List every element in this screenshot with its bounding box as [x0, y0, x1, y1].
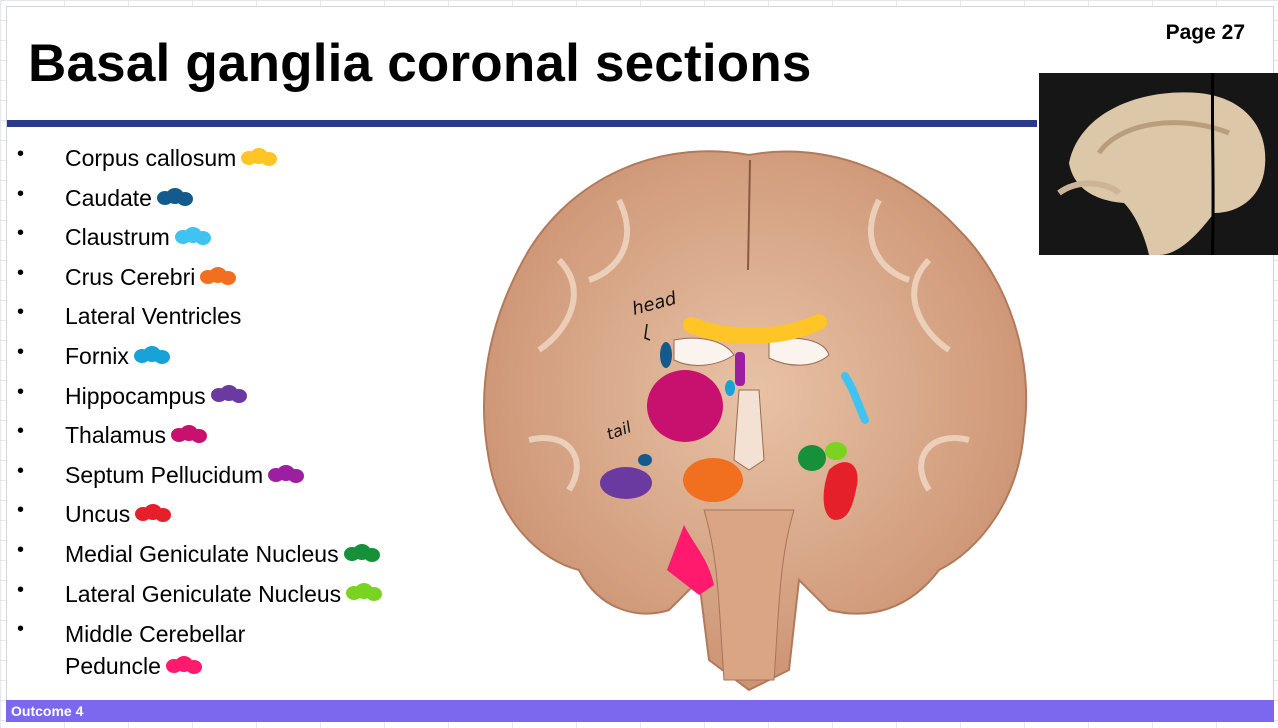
- caudate-tail-mark: [638, 454, 652, 466]
- title-rule: [7, 120, 1037, 127]
- term-text: Corpus callosum: [65, 145, 237, 171]
- bullet-icon: •: [17, 222, 25, 245]
- bullet-icon: •: [17, 301, 25, 324]
- term-text: Lateral Ventricles: [65, 303, 242, 330]
- thalamus-mark: [647, 370, 723, 442]
- middle-cerebellar-peduncle-mark: [667, 525, 714, 595]
- color-swatch-icon: [164, 652, 204, 684]
- term-label: Claustrum: [65, 222, 213, 254]
- color-swatch-icon: [344, 580, 384, 610]
- slide: Page 27 Basal ganglia coronal sections •…: [6, 6, 1278, 722]
- lateral-geniculate-mark: [825, 442, 847, 460]
- color-swatch-icon: [239, 145, 279, 175]
- crus-cerebri-mark: [683, 458, 743, 502]
- bullet-icon: •: [17, 380, 25, 403]
- term-label: Fornix: [65, 341, 172, 373]
- hippocampus-mark: [600, 467, 652, 499]
- bullet-icon: •: [17, 538, 25, 561]
- fornix-mark: [725, 380, 735, 396]
- term-text: Thalamus: [65, 422, 166, 449]
- color-swatch-icon: [173, 224, 213, 254]
- bullet-icon: •: [17, 499, 25, 522]
- footer-label: Outcome 4: [11, 703, 84, 719]
- bullet-icon: •: [17, 578, 25, 601]
- color-swatch-icon: [155, 185, 195, 215]
- brain-coronal-section-image: head tail: [483, 150, 1028, 692]
- term-text: Fornix: [65, 342, 129, 369]
- lateral-ventricle-left: [673, 337, 735, 366]
- term-label: Caudate: [65, 183, 195, 215]
- claustrum-mark: [841, 372, 869, 424]
- bullet-icon: •: [17, 143, 25, 165]
- medial-geniculate-mark: [798, 445, 826, 471]
- bullet-icon: •: [17, 261, 25, 284]
- bullet-icon: •: [17, 459, 25, 482]
- caudate-mark: [660, 342, 672, 368]
- section-line: [1210, 73, 1215, 255]
- term-label: Hippocampus: [65, 381, 249, 413]
- bullet-icon: •: [17, 340, 25, 363]
- septum-pellucidum-mark: [735, 352, 745, 386]
- term-text: Hippocampus: [65, 382, 206, 409]
- page-number: Page 27: [1165, 21, 1245, 44]
- footer-bar: Outcome 4: [6, 700, 1274, 722]
- corpus-callosum-mark: [683, 314, 827, 344]
- bullet-icon: •: [17, 618, 25, 641]
- term-text: Claustrum: [65, 224, 170, 251]
- term-label: Middle Cerebellar Peduncle: [65, 618, 325, 684]
- color-swatch-icon: [198, 264, 238, 294]
- term-text: Medial Geniculate Nucleus: [65, 540, 339, 567]
- term-label: Uncus: [65, 499, 173, 531]
- term-text: Middle Cerebellar Peduncle: [65, 621, 246, 680]
- term-label: Lateral Ventricles: [65, 301, 241, 331]
- term-text: Caudate: [65, 184, 152, 211]
- bullet-icon: •: [17, 420, 25, 443]
- color-swatch-icon: [266, 462, 306, 492]
- term-label: Septum Pellucidum: [65, 460, 306, 492]
- term-label: Medial Geniculate Nucleus: [65, 539, 382, 571]
- color-swatch-icon: [342, 541, 382, 571]
- term-text: Uncus: [65, 501, 131, 528]
- slide-title: Basal ganglia coronal sections: [28, 34, 812, 93]
- sagittal-reference-photo: [1039, 73, 1278, 255]
- term-label: Corpus callosum: [65, 143, 279, 175]
- color-swatch-icon: [169, 422, 209, 452]
- color-swatch-icon: [132, 343, 172, 373]
- term-label: Lateral Geniculate Nucleus: [65, 579, 384, 611]
- term-text: Septum Pellucidum: [65, 461, 264, 488]
- uncus-mark: [823, 462, 858, 520]
- color-swatch-icon: [209, 382, 249, 412]
- color-swatch-icon: [133, 501, 173, 531]
- term-label: Crus Cerebri: [65, 262, 238, 294]
- term-text: Lateral Geniculate Nucleus: [65, 580, 342, 607]
- term-text: Crus Cerebri: [65, 263, 196, 290]
- term-label: Thalamus: [65, 420, 209, 452]
- bullet-icon: •: [17, 182, 25, 205]
